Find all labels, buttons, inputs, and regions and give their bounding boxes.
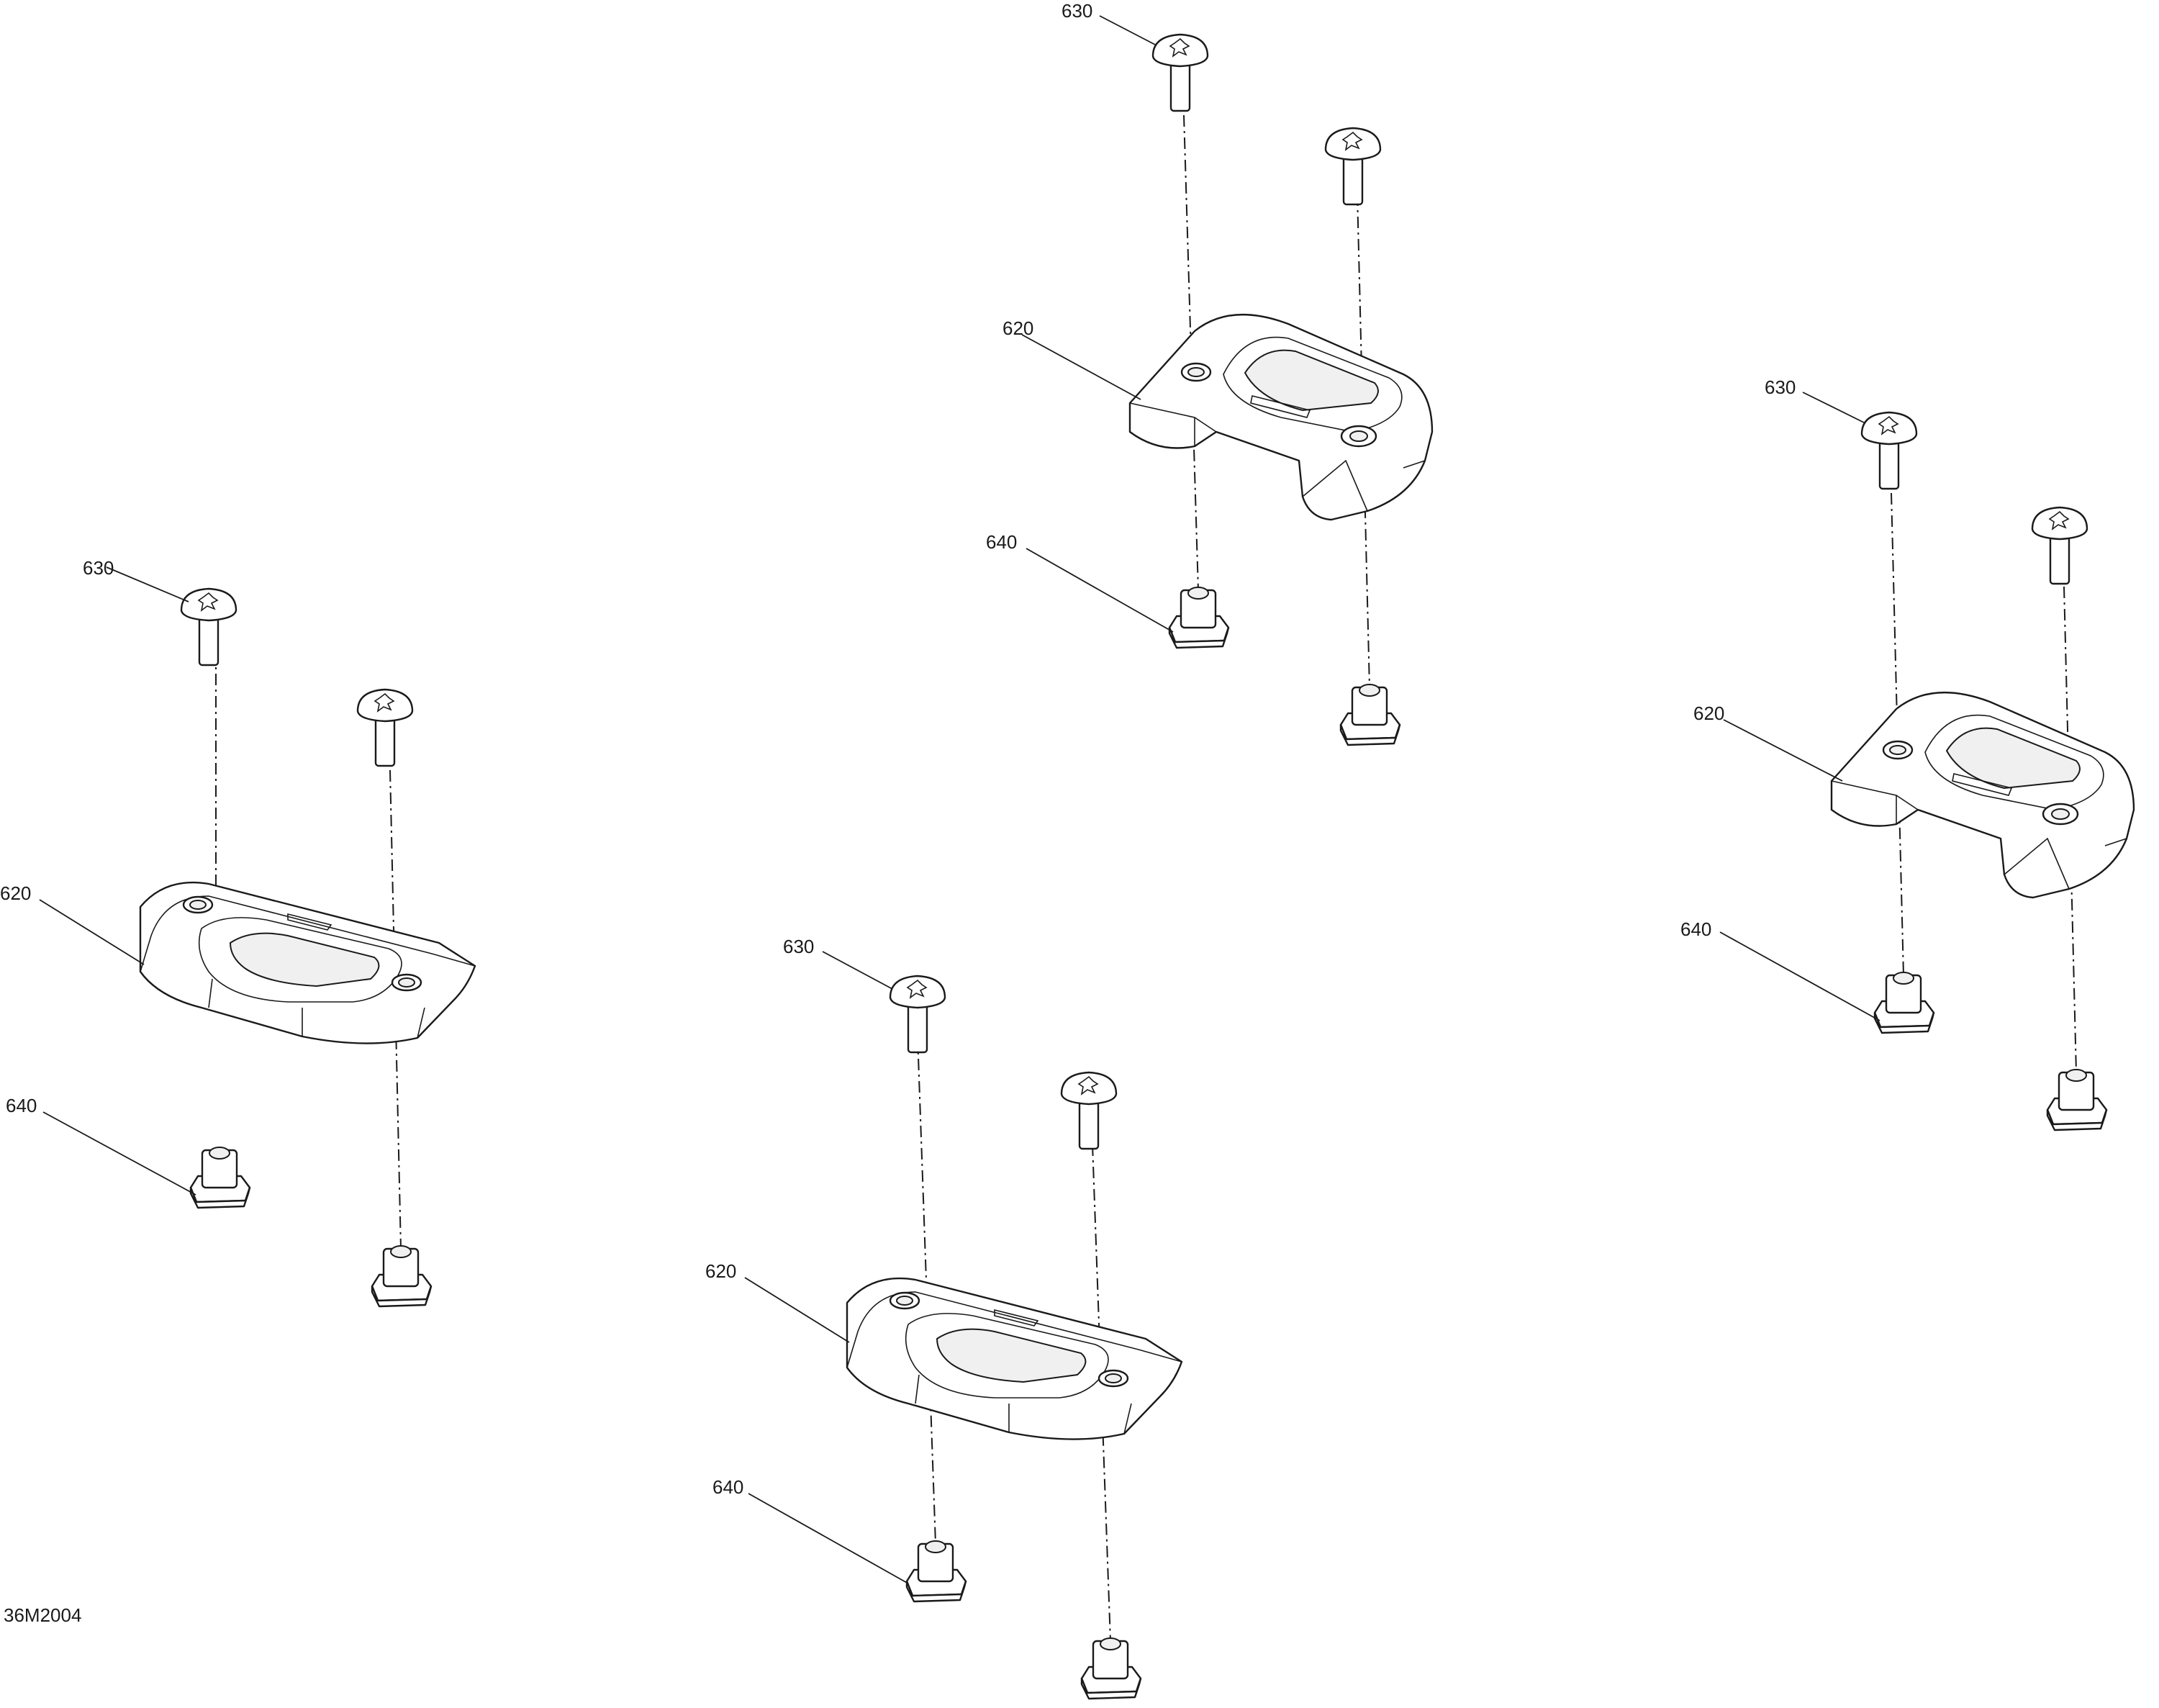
- callout-620-left: 620: [0, 882, 31, 904]
- callout-630-top: 630: [1062, 0, 1092, 22]
- pad-620-top: [1128, 313, 1434, 521]
- screw-630-top-a: [1151, 33, 1209, 112]
- pad-620-left: [139, 881, 476, 1044]
- screw-630-right-a: [1860, 411, 1918, 490]
- nut-640-bottom-a: [905, 1540, 967, 1603]
- nut-640-top-a: [1168, 586, 1230, 649]
- screw-630-top-b: [1324, 127, 1382, 206]
- nut-640-right-b: [2046, 1068, 2108, 1131]
- callout-620-top: 620: [1002, 317, 1033, 339]
- callout-620-bottom: 620: [705, 1260, 736, 1282]
- callout-640-bottom: 640: [712, 1476, 743, 1498]
- nut-640-right-a: [1873, 971, 1935, 1034]
- pad-620-bottom: [846, 1277, 1183, 1440]
- callout-640-right: 640: [1680, 918, 1711, 940]
- nut-640-left-a: [189, 1146, 251, 1209]
- assembly-right: 630 620 640: [1680, 376, 2135, 1131]
- assembly-bottom: 630 620 640: [705, 936, 1183, 1700]
- callout-630-right: 630: [1765, 376, 1796, 398]
- drawing-code: 36M2004: [4, 1604, 81, 1626]
- callout-630-bottom: 630: [783, 936, 814, 957]
- pad-620-right: [1830, 691, 2135, 899]
- screw-630-bottom-b: [1060, 1071, 1118, 1150]
- screw-630-right-b: [2031, 506, 2088, 585]
- screw-630-left-b: [356, 688, 414, 767]
- screw-630-bottom-a: [889, 975, 946, 1054]
- nut-640-top-b: [1339, 683, 1401, 746]
- callout-630-left: 630: [83, 557, 114, 579]
- assembly-top: 630 620 640: [986, 0, 1434, 746]
- callout-640-left: 640: [6, 1095, 37, 1116]
- screw-630-left-a: [180, 587, 237, 667]
- callout-620-right: 620: [1693, 702, 1724, 724]
- callout-640-top: 640: [986, 531, 1017, 553]
- nut-640-bottom-b: [1080, 1637, 1142, 1700]
- assembly-left: 630 620 640: [0, 557, 476, 1308]
- nut-640-left-b: [371, 1244, 433, 1308]
